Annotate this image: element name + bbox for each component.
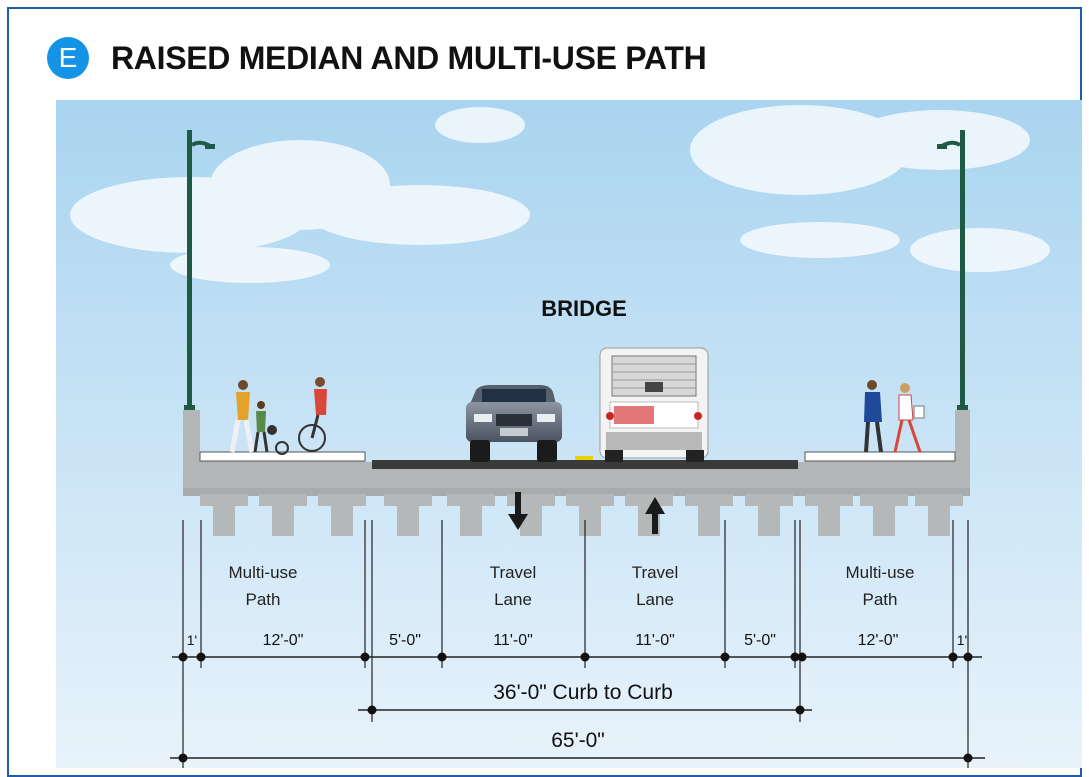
- dim-right-path: 12'-0": [858, 632, 899, 649]
- zone-label-travel-lane-1: Travel Lane: [490, 563, 537, 609]
- dim-right-buffer: 1': [957, 632, 967, 648]
- svg-text:Path: Path: [246, 590, 281, 609]
- bridge-piers: [200, 494, 963, 536]
- dim-left-path: 12'-0": [263, 632, 304, 649]
- bus-illustration: [599, 347, 709, 462]
- curb-to-curb-label: 36'-0" Curb to Curb: [493, 681, 673, 704]
- zone-label-travel-lane-2: Travel Lane: [632, 563, 679, 609]
- pedestrians-left: [229, 377, 327, 455]
- car-illustration: [466, 385, 562, 462]
- zone-label-multiuse-right: Multi-use Path: [846, 563, 915, 609]
- dim-right-median: 5'-0": [744, 632, 776, 649]
- dim-lane-2: 11'-0": [635, 632, 675, 649]
- svg-text:Multi-use: Multi-use: [846, 563, 915, 582]
- clouds: [70, 105, 1050, 283]
- zone-label-multiuse-left: Multi-use Path: [229, 563, 298, 609]
- pedestrians-right: [864, 380, 925, 453]
- svg-text:Travel: Travel: [632, 563, 679, 582]
- dimension-line-segments: [172, 652, 982, 662]
- dim-lane-1: 11'-0": [493, 632, 533, 649]
- svg-text:Lane: Lane: [636, 590, 674, 609]
- total-width-dimension: [170, 753, 985, 763]
- arrow-up-icon: [645, 497, 665, 534]
- svg-text:Lane: Lane: [494, 590, 532, 609]
- section-badge: E: [47, 37, 89, 79]
- svg-text:Path: Path: [863, 590, 898, 609]
- bridge-label: BRIDGE: [541, 296, 627, 321]
- total-width-label: 65'-0": [551, 729, 605, 752]
- dim-left-buffer: 1': [187, 632, 197, 648]
- curb-to-curb-dimension: [358, 705, 812, 715]
- dim-left-median: 5'-0": [389, 632, 421, 649]
- figure-header: E RAISED MEDIAN AND MULTI-USE PATH: [47, 28, 707, 88]
- arrow-down-icon: [508, 492, 528, 530]
- svg-text:Travel: Travel: [490, 563, 537, 582]
- dimension-extension-lines: [182, 520, 969, 768]
- figure-title: RAISED MEDIAN AND MULTI-USE PATH: [111, 39, 707, 76]
- svg-text:Multi-use: Multi-use: [229, 563, 298, 582]
